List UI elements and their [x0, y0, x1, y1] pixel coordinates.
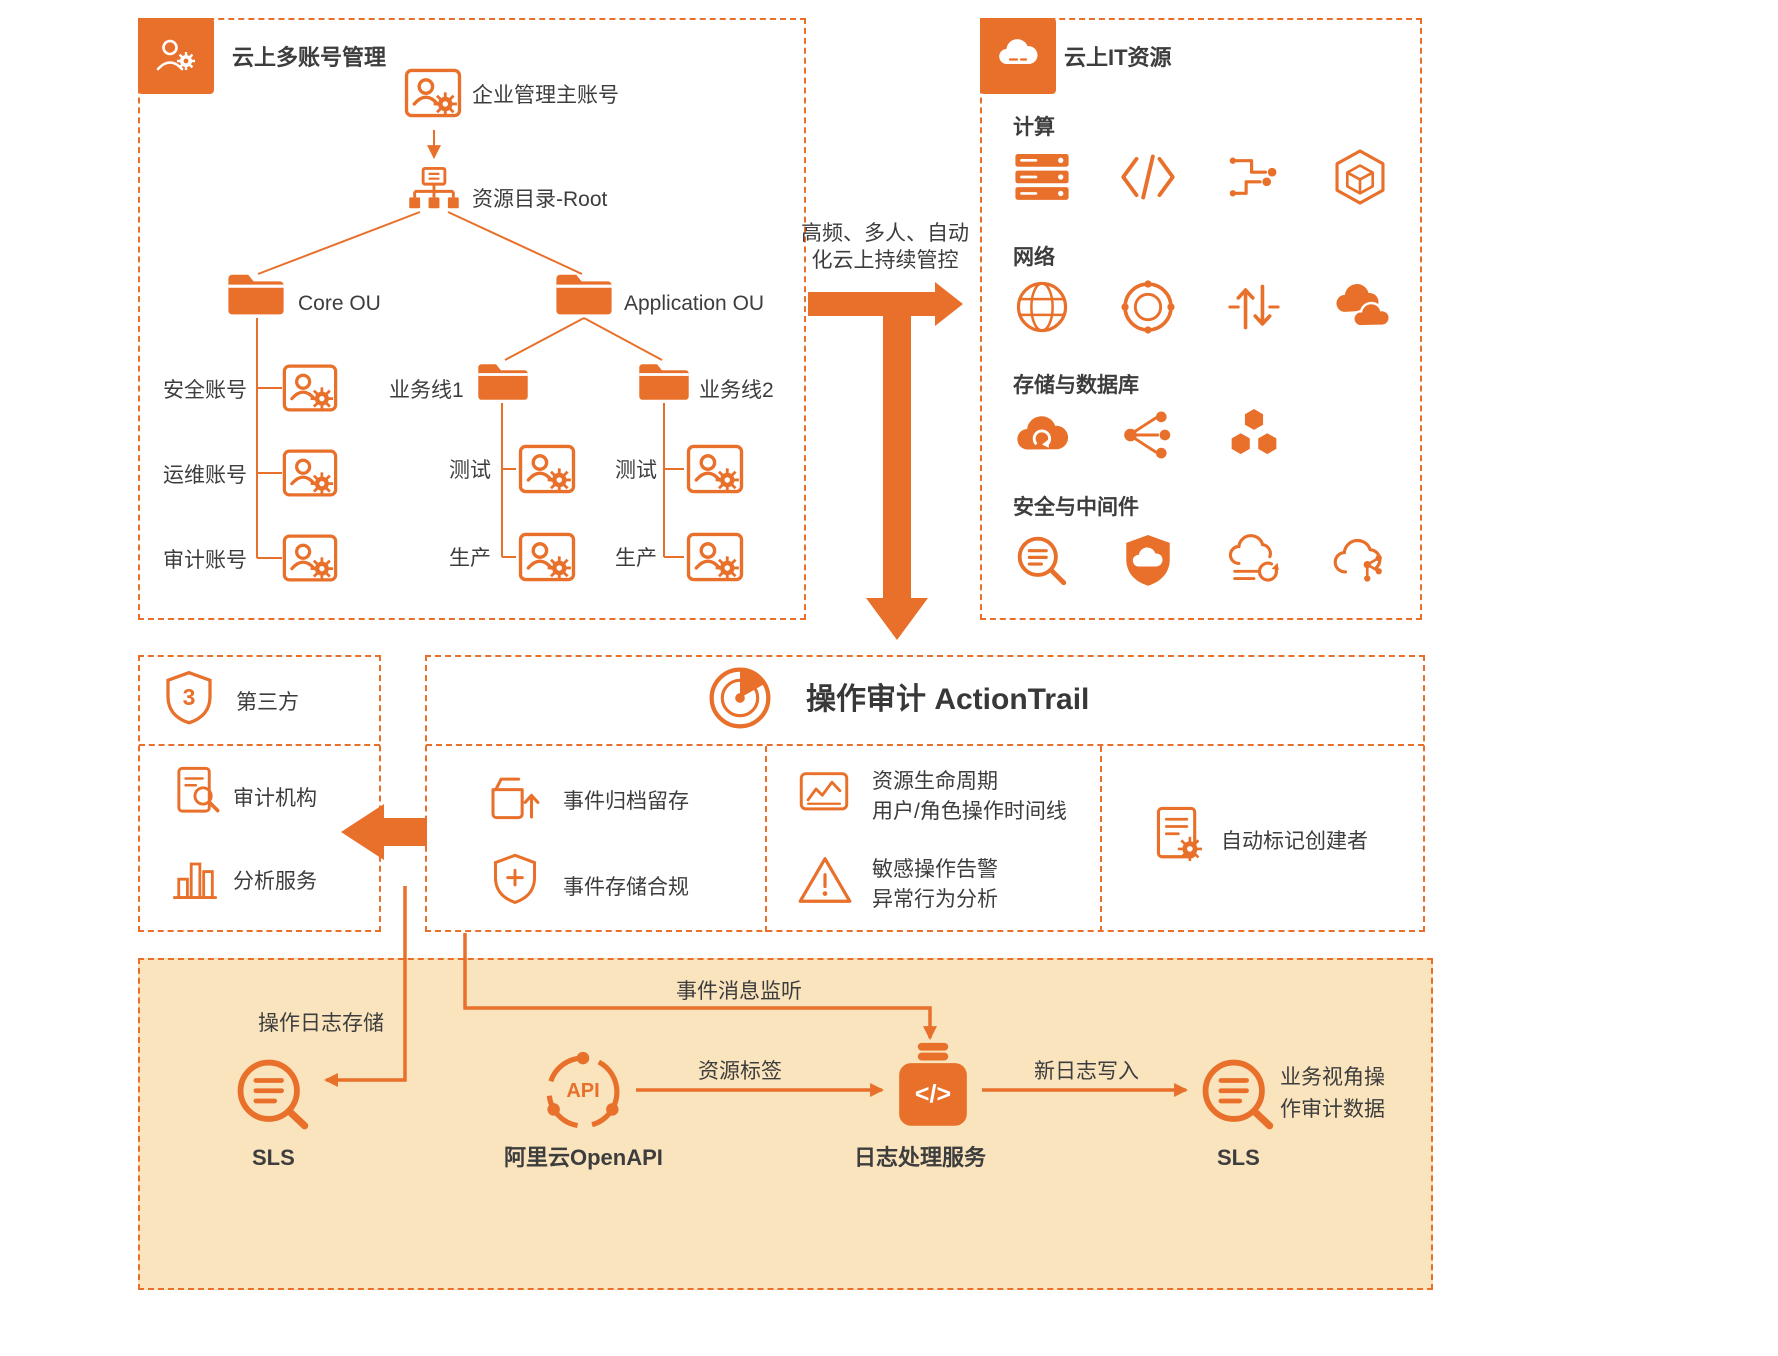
- lifecycle-label-line1: 资源生命周期: [872, 770, 998, 793]
- bizline2-prod-label: 生产: [615, 547, 657, 570]
- actiontrail-title: 操作审计 ActionTrail: [806, 683, 1090, 716]
- section-compute: 计算: [1013, 116, 1055, 139]
- container-cube-icon: [1331, 148, 1389, 206]
- hybrid-cloud-icon: [1331, 278, 1389, 336]
- core-ou-folder-icon: [226, 270, 286, 318]
- bizline1-prod-account-icon: [516, 526, 578, 588]
- security-account-icon: [280, 358, 340, 418]
- bizline2-folder-icon: [637, 360, 691, 403]
- cloud-icon: [999, 39, 1038, 65]
- audit-account-label: 审计账号: [163, 549, 247, 572]
- archive-icon: [486, 768, 542, 824]
- bizline2-test-label: 测试: [615, 459, 657, 482]
- master-account-label: 企业管理主账号: [472, 84, 619, 107]
- actiontrail-header-divider: [426, 744, 1424, 746]
- result-label-line2: 作审计数据: [1280, 1098, 1385, 1121]
- oss-cloud-icon: [1013, 406, 1071, 464]
- cloud-network-icon: [1331, 532, 1389, 590]
- graph-nodes-icon: [1119, 406, 1177, 464]
- globe-icon: [1013, 278, 1071, 336]
- third-party-box: [138, 655, 381, 932]
- server-stack-icon: [1013, 148, 1071, 206]
- resource-root-icon: [405, 166, 463, 224]
- ops-account-label: 运维账号: [163, 464, 247, 487]
- bizline1-folder-icon: [476, 360, 530, 403]
- section-security: 安全与中间件: [1013, 496, 1139, 519]
- it-resources-title: 云上IT资源: [1064, 45, 1172, 70]
- master-account-icon: [402, 62, 464, 124]
- hex-cluster-icon: [1225, 406, 1283, 464]
- doc-magnifier-icon: [171, 765, 225, 819]
- bizline1-test-label: 测试: [449, 459, 491, 482]
- shield-plus-icon: [488, 852, 542, 910]
- flow-note-line2: 化云上持续管控: [811, 249, 959, 273]
- resource-tag-label: 资源标签: [698, 1060, 782, 1083]
- api-glyph: API: [566, 1080, 600, 1102]
- ops-account-icon: [280, 443, 340, 503]
- code-glyph: </>: [914, 1080, 952, 1108]
- application-ou-folder-icon: [554, 270, 614, 318]
- log-store-label: 操作日志存储: [258, 1012, 384, 1035]
- bizline1-label: 业务线1: [389, 379, 464, 402]
- audit-org-label: 审计机构: [233, 787, 317, 810]
- express-arrows-icon: [1225, 278, 1283, 336]
- monitor-graph-icon: [796, 768, 852, 818]
- doc-gear-icon: [1150, 804, 1208, 866]
- actiontrail-col-divider-2: [1100, 746, 1102, 932]
- core-ou-label: Core OU: [298, 292, 381, 315]
- sls-right-icon: [1197, 1054, 1279, 1136]
- circuit-board-icon: [1225, 148, 1283, 206]
- cloud-sync-icon: [1225, 532, 1283, 590]
- compliance-label: 事件存储合规: [563, 876, 689, 899]
- alert-label-line1: 敏感操作告警: [872, 858, 998, 881]
- openapi-label: 阿里云OpenAPI: [504, 1145, 663, 1170]
- auto-tag-label: 自动标记创建者: [1221, 830, 1368, 853]
- third-party-badge-number: 3: [182, 684, 196, 710]
- log-search-icon: [1013, 532, 1071, 590]
- bizline1-prod-label: 生产: [449, 547, 491, 570]
- bizline1-test-account-icon: [516, 438, 578, 500]
- openapi-circle-icon: [539, 1048, 627, 1136]
- processor-label: 日志处理服务: [854, 1145, 987, 1170]
- third-party-divider: [139, 744, 380, 746]
- multi-account-badge: [138, 18, 214, 94]
- warning-triangle-icon: [796, 854, 854, 906]
- security-account-label: 安全账号: [163, 379, 247, 402]
- user-gear-icon: [156, 39, 195, 71]
- bizline2-test-account-icon: [684, 438, 746, 500]
- sls-right-label: SLS: [1217, 1145, 1260, 1170]
- analysis-service-label: 分析服务: [233, 870, 317, 893]
- actiontrail-col-divider-1: [765, 746, 767, 932]
- section-storage: 存储与数据库: [1013, 374, 1139, 397]
- code-brackets-icon: [1119, 148, 1177, 206]
- actiontrail-box: [425, 655, 1425, 932]
- new-log-label: 新日志写入: [1034, 1060, 1139, 1083]
- lifecycle-label-line2: 用户/角色操作时间线: [872, 800, 1067, 823]
- event-listen-label: 事件消息监听: [676, 980, 802, 1003]
- third-party-shield-icon: [161, 669, 217, 730]
- result-label-line1: 业务视角操: [1280, 1066, 1385, 1089]
- third-party-label: 第三方: [236, 691, 299, 714]
- it-resource-badge: [980, 18, 1056, 94]
- multi-account-box: [138, 18, 806, 620]
- flow-note: 高频、多人、自动 化云上持续管控: [795, 220, 975, 275]
- flow-note-line1: 高频、多人、自动: [801, 222, 969, 245]
- cdn-globe-icon: [1119, 278, 1177, 336]
- audit-account-icon: [280, 528, 340, 588]
- alert-label-line2: 异常行为分析: [872, 888, 998, 911]
- bar-chart-icon: [167, 851, 223, 903]
- bizline2-label: 业务线2: [699, 379, 774, 402]
- multi-account-title: 云上多账号管理: [232, 45, 387, 70]
- bizline2-prod-account-icon: [684, 526, 746, 588]
- section-network: 网络: [1013, 246, 1055, 269]
- sls-left-label: SLS: [252, 1145, 295, 1170]
- resource-root-label: 资源目录-Root: [472, 188, 608, 211]
- application-ou-label: Application OU: [624, 292, 765, 315]
- archive-label: 事件归档留存: [563, 790, 689, 813]
- actiontrail-radar-icon: [706, 664, 774, 732]
- cloud-shield-icon: [1119, 532, 1177, 590]
- it-resources-box: [980, 18, 1422, 620]
- sls-left-icon: [232, 1054, 314, 1136]
- log-processor-icon: [891, 1042, 975, 1130]
